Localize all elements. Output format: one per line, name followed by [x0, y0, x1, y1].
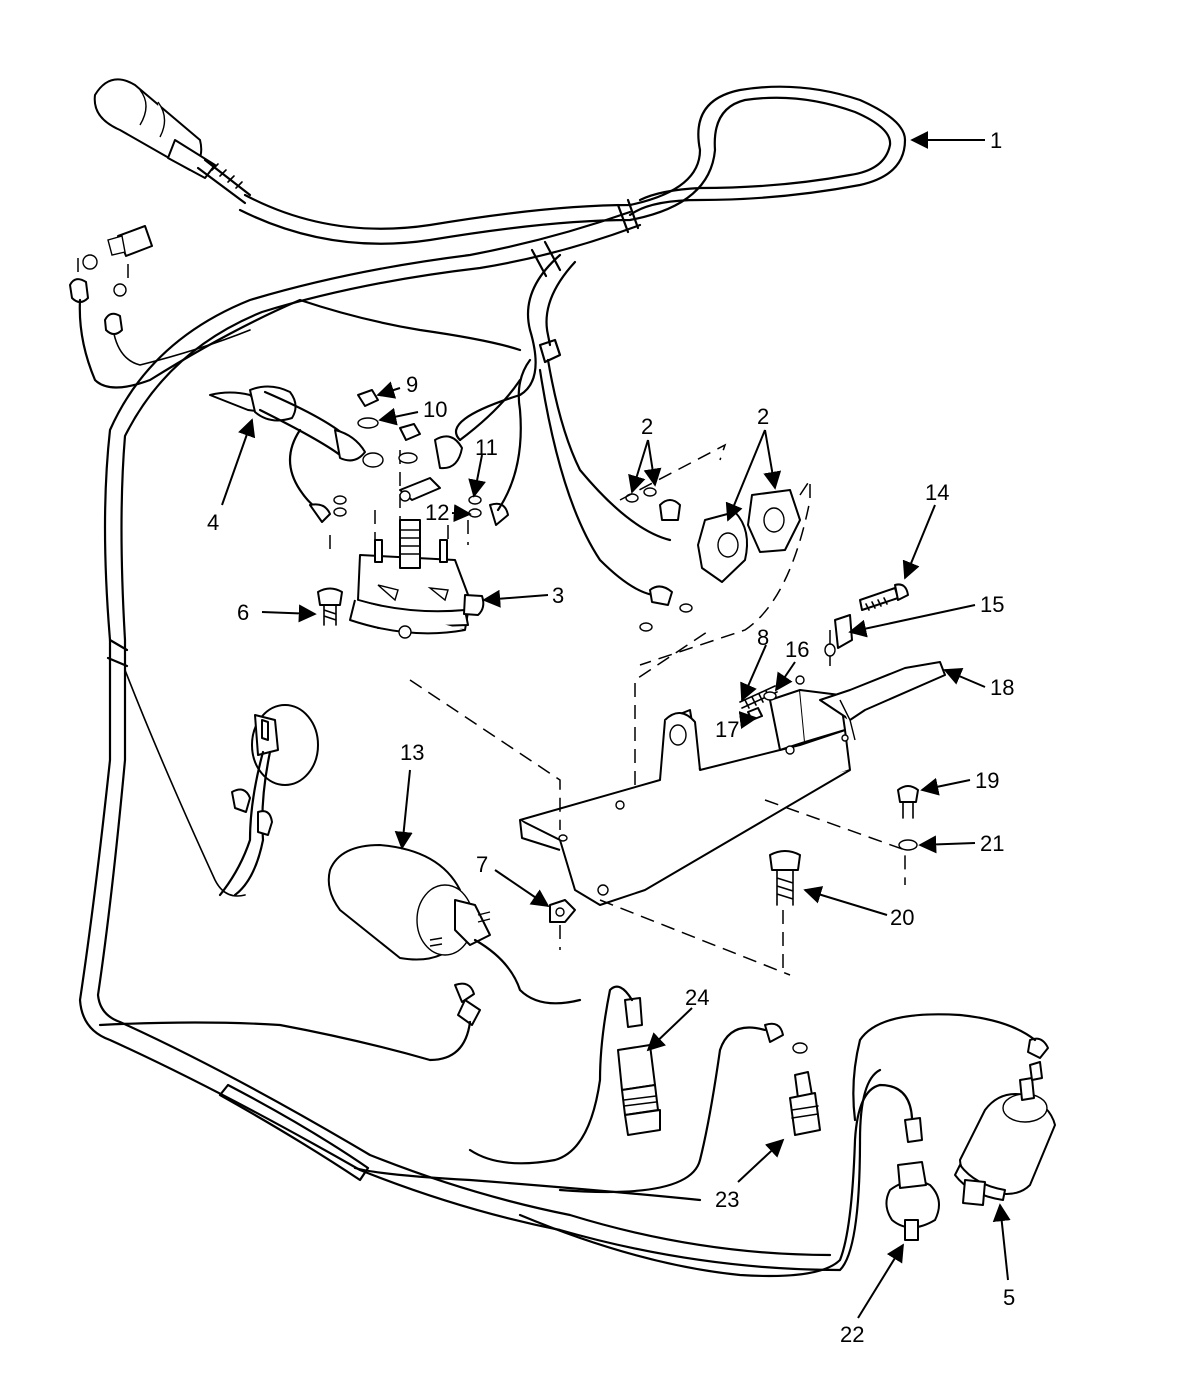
callout-1: 1 — [990, 128, 1002, 153]
callout-18: 18 — [990, 675, 1014, 700]
callout-9: 9 — [406, 372, 418, 397]
callout-20: 20 — [890, 905, 914, 930]
callout-13: 13 — [400, 740, 424, 765]
callout-3: 3 — [552, 583, 564, 608]
solenoid-mounting-screw — [317, 587, 343, 626]
ignition-coil — [98, 844, 582, 1062]
harness-connector-plug — [93, 78, 252, 205]
callout-4: 4 — [207, 510, 219, 535]
callout-7: 7 — [476, 852, 488, 877]
oil-pressure-switch — [558, 1022, 821, 1194]
ground-cable-assembly — [69, 225, 522, 389]
callout-14: 14 — [925, 480, 949, 505]
leader-lines — [221, 131, 1011, 1319]
callout-11: 11 — [475, 435, 498, 460]
temperature-sender — [468, 985, 661, 1165]
pressure-sending-unit — [518, 1083, 940, 1278]
fasteners — [549, 785, 919, 970]
bracket-hardware — [739, 583, 909, 721]
battery-cable-assembly — [209, 385, 384, 523]
main-wiring-harness — [78, 78, 907, 1272]
fuel-filter-unit — [852, 1013, 1056, 1206]
callout-12: 12 — [425, 500, 449, 525]
callout-17: 17 — [715, 717, 739, 742]
callout-23: 23 — [715, 1187, 739, 1212]
gauge-sender-unit — [124, 669, 319, 897]
callout-labels: 1 2 2 3 4 5 6 7 8 9 10 11 12 13 14 15 16… — [207, 128, 1015, 1347]
tach-wire-branch — [538, 358, 811, 666]
callout-2b: 2 — [757, 404, 769, 429]
mounting-bracket — [409, 629, 946, 976]
callout-10: 10 — [423, 397, 447, 422]
callout-24: 24 — [685, 985, 709, 1010]
solenoid-hardware — [333, 358, 532, 526]
callout-8: 8 — [757, 625, 769, 650]
callout-19: 19 — [975, 768, 999, 793]
callout-2a: 2 — [641, 414, 653, 439]
callout-6: 6 — [237, 600, 249, 625]
callout-22: 22 — [840, 1322, 864, 1347]
callout-21: 21 — [980, 831, 1004, 856]
callout-5: 5 — [1003, 1285, 1015, 1310]
starter-solenoid — [329, 450, 485, 639]
callout-16: 16 — [785, 637, 809, 662]
callout-15: 15 — [980, 592, 1004, 617]
